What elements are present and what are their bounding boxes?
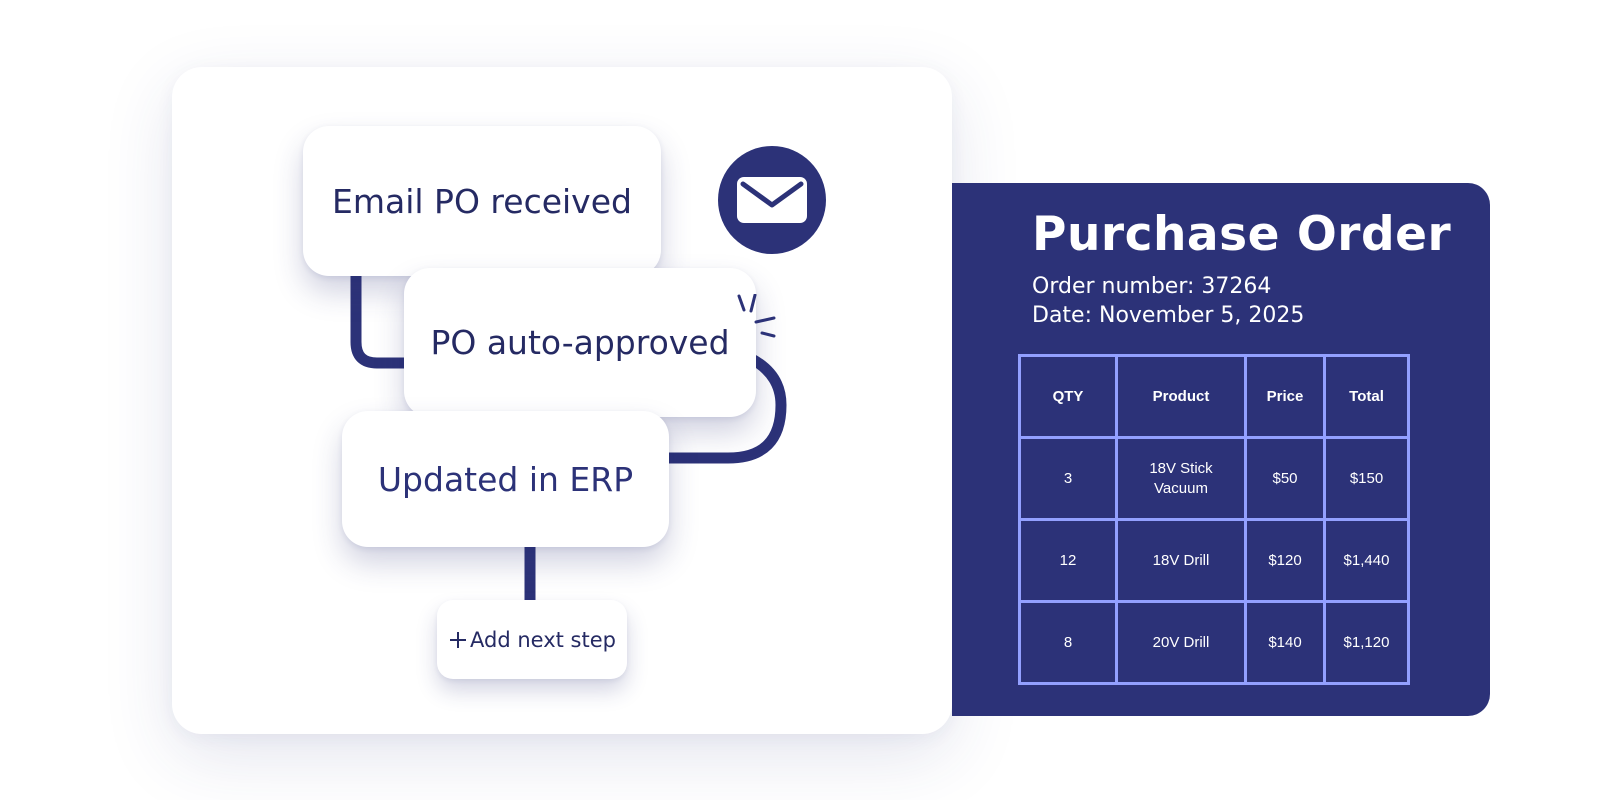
column-header-qty: QTY <box>1018 354 1118 439</box>
plus-icon <box>450 631 467 648</box>
mail-icon <box>737 177 807 223</box>
cell-total: $1,440 <box>1323 518 1410 603</box>
cell-price: $120 <box>1244 518 1326 603</box>
add-next-step-label: Add next step <box>470 627 616 652</box>
cell-total: $1,120 <box>1323 600 1410 685</box>
workflow-step-email-po-received[interactable]: Email PO received <box>303 126 661 276</box>
sparkle-icon <box>737 294 776 338</box>
cell-product: 18V Stick Vacuum <box>1115 436 1247 521</box>
column-header-total: Total <box>1323 354 1410 439</box>
step-label: Email PO received <box>332 181 632 221</box>
cell-product: 20V Drill <box>1115 600 1247 685</box>
order-date: Date: November 5, 2025 <box>1032 303 1305 328</box>
step-label: PO auto-approved <box>430 323 730 362</box>
table-row: 8 20V Drill $140 $1,120 <box>1018 600 1410 685</box>
email-badge <box>718 146 826 254</box>
step-label: Updated in ERP <box>377 459 634 499</box>
workflow-step-po-auto-approved[interactable]: PO auto-approved <box>404 268 756 417</box>
cell-qty: 8 <box>1018 600 1118 685</box>
table-header-row: QTY Product Price Total <box>1018 354 1410 439</box>
cell-qty: 12 <box>1018 518 1118 603</box>
table-row: 12 18V Drill $120 $1,440 <box>1018 518 1410 603</box>
add-next-step-button[interactable]: Add next step <box>437 600 627 679</box>
purchase-order-title: Purchase Order <box>1032 207 1452 262</box>
order-number: Order number: 37264 <box>1032 274 1272 299</box>
cell-price: $140 <box>1244 600 1326 685</box>
table-row: 3 18V Stick Vacuum $50 $150 <box>1018 436 1410 521</box>
cell-qty: 3 <box>1018 436 1118 521</box>
workflow-step-updated-in-erp[interactable]: Updated in ERP <box>342 411 669 547</box>
cell-price: $50 <box>1244 436 1326 521</box>
cell-product: 18V Drill <box>1115 518 1247 603</box>
purchase-order-table: QTY Product Price Total 3 18V Stick Vacu… <box>1018 354 1410 685</box>
cell-total: $150 <box>1323 436 1410 521</box>
column-header-price: Price <box>1244 354 1326 439</box>
column-header-product: Product <box>1115 354 1247 439</box>
